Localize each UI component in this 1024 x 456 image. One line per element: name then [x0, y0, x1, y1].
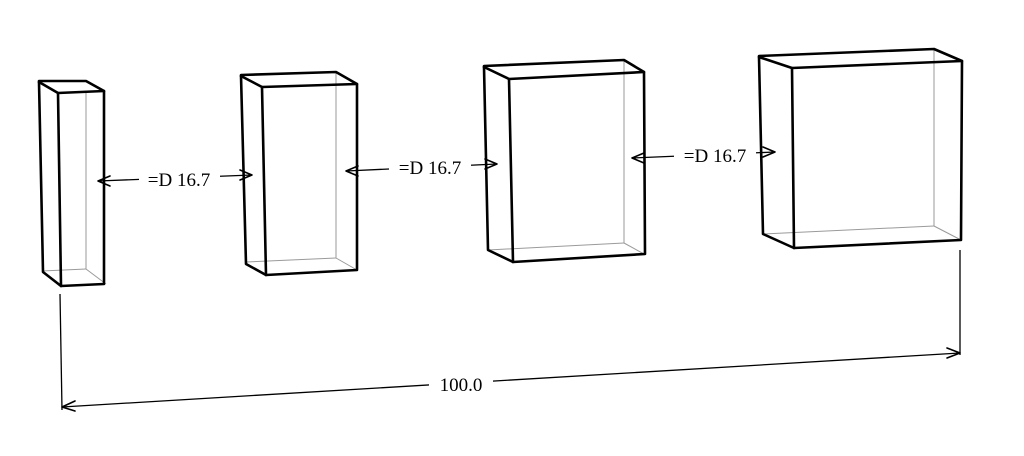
box-3 [482, 58, 647, 264]
spacing-dimension-2: =D 16.7 [345, 156, 498, 179]
spacing-label-3: =D 16.7 [684, 146, 746, 167]
spacing-dimension-3: =D 16.7 [631, 144, 776, 167]
spacing-dimension-1: =D 16.7 [97, 168, 253, 191]
total-length-label: 100.0 [440, 375, 483, 396]
spacing-label-2: =D 16.7 [399, 158, 461, 179]
box-2 [239, 70, 359, 277]
total-dimension: 100.0 [59, 250, 961, 412]
box-1 [37, 79, 107, 288]
box-4 [757, 47, 964, 250]
spacing-label-1: =D 16.7 [148, 170, 210, 191]
